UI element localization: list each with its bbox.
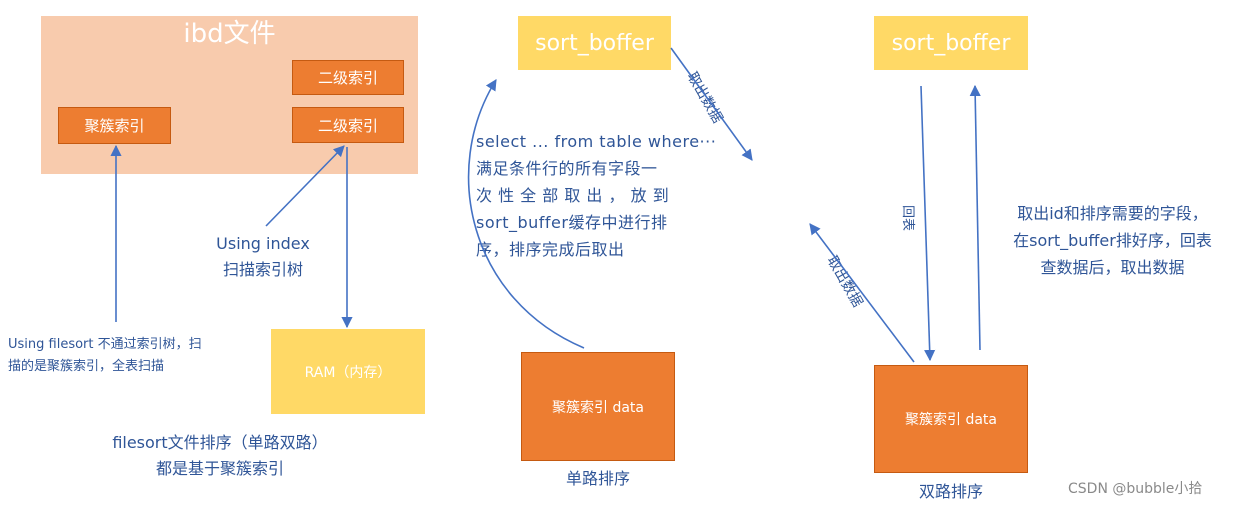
arrow-sort-buffer-take-out: [670, 47, 753, 161]
single-desc-line-3: 次 性 全 部 取 出 ， 放 到: [476, 186, 670, 205]
filesort-note-line-1: Using filesort 不通过索引树，扫: [8, 337, 202, 352]
arrow-back-table: [920, 85, 936, 362]
ibd-file-box: [41, 16, 418, 174]
ibd-file-title: ibd文件: [183, 19, 276, 49]
filesort-caption-line-1: filesort文件排序（单路双路）: [112, 433, 328, 452]
single-path-caption: 单路排序: [565, 469, 630, 488]
arrow-using-index-to-secondary: [265, 145, 345, 227]
arrow-double-take-out: [809, 223, 915, 363]
double-desc-line-1: 取出id和排序需要的字段，: [1017, 204, 1208, 223]
single-desc-line-2: 满足条件行的所有字段一: [476, 159, 658, 178]
filesort-caption-line-2: 都是基于聚簇索引: [155, 459, 284, 478]
sort-buffer-box-double: sort_boffer: [874, 16, 1028, 70]
sort-buffer-box-single: sort_boffer: [518, 16, 671, 70]
filesort-note: Using filesort 不通过索引树，扫 描的是聚簇索引，全表扫描: [8, 334, 258, 378]
single-desc-line-1: select ... from table where···: [476, 132, 717, 151]
clustered-index-box: 聚簇索引: [58, 107, 171, 144]
double-path-caption: 双路排序: [918, 482, 983, 501]
using-index-line-2: 扫描索引树: [222, 260, 303, 279]
double-desc-line-3: 查数据后，取出数据: [1040, 258, 1185, 277]
double-path-description: 取出id和排序需要的字段， 在sort_buffer排好序，回表 查数据后，取出…: [990, 200, 1235, 281]
using-index-line-1: Using index: [216, 234, 310, 253]
filesort-note-line-2: 描的是聚簇索引，全表扫描: [8, 359, 165, 374]
secondary-index-box-2: 二级索引: [292, 107, 404, 143]
clustered-index-data-box-single: 聚簇索引 data: [521, 352, 675, 461]
arrow-curve-data-to-sort-buffer: [467, 79, 585, 349]
clustered-index-data-box-double: 聚簇索引 data: [874, 365, 1028, 473]
single-desc-line-4: sort_buffer缓存中进行排: [476, 213, 668, 232]
ram-box: RAM（内存）: [271, 329, 425, 414]
filesort-caption: filesort文件排序（单路双路） 都是基于聚簇索引: [60, 430, 380, 482]
using-index-label: Using index 扫描索引树: [198, 231, 328, 283]
secondary-index-box-1: 二级索引: [292, 60, 404, 95]
single-path-description: select ... from table where··· 满足条件行的所有字…: [476, 128, 726, 263]
arrow-data-to-sort-buffer: [969, 84, 981, 351]
double-desc-line-2: 在sort_buffer排好序，回表: [1013, 231, 1212, 250]
watermark: CSDN @bubble小拾: [1068, 481, 1203, 497]
single-desc-line-5: 序，排序完成后取出: [476, 240, 625, 259]
